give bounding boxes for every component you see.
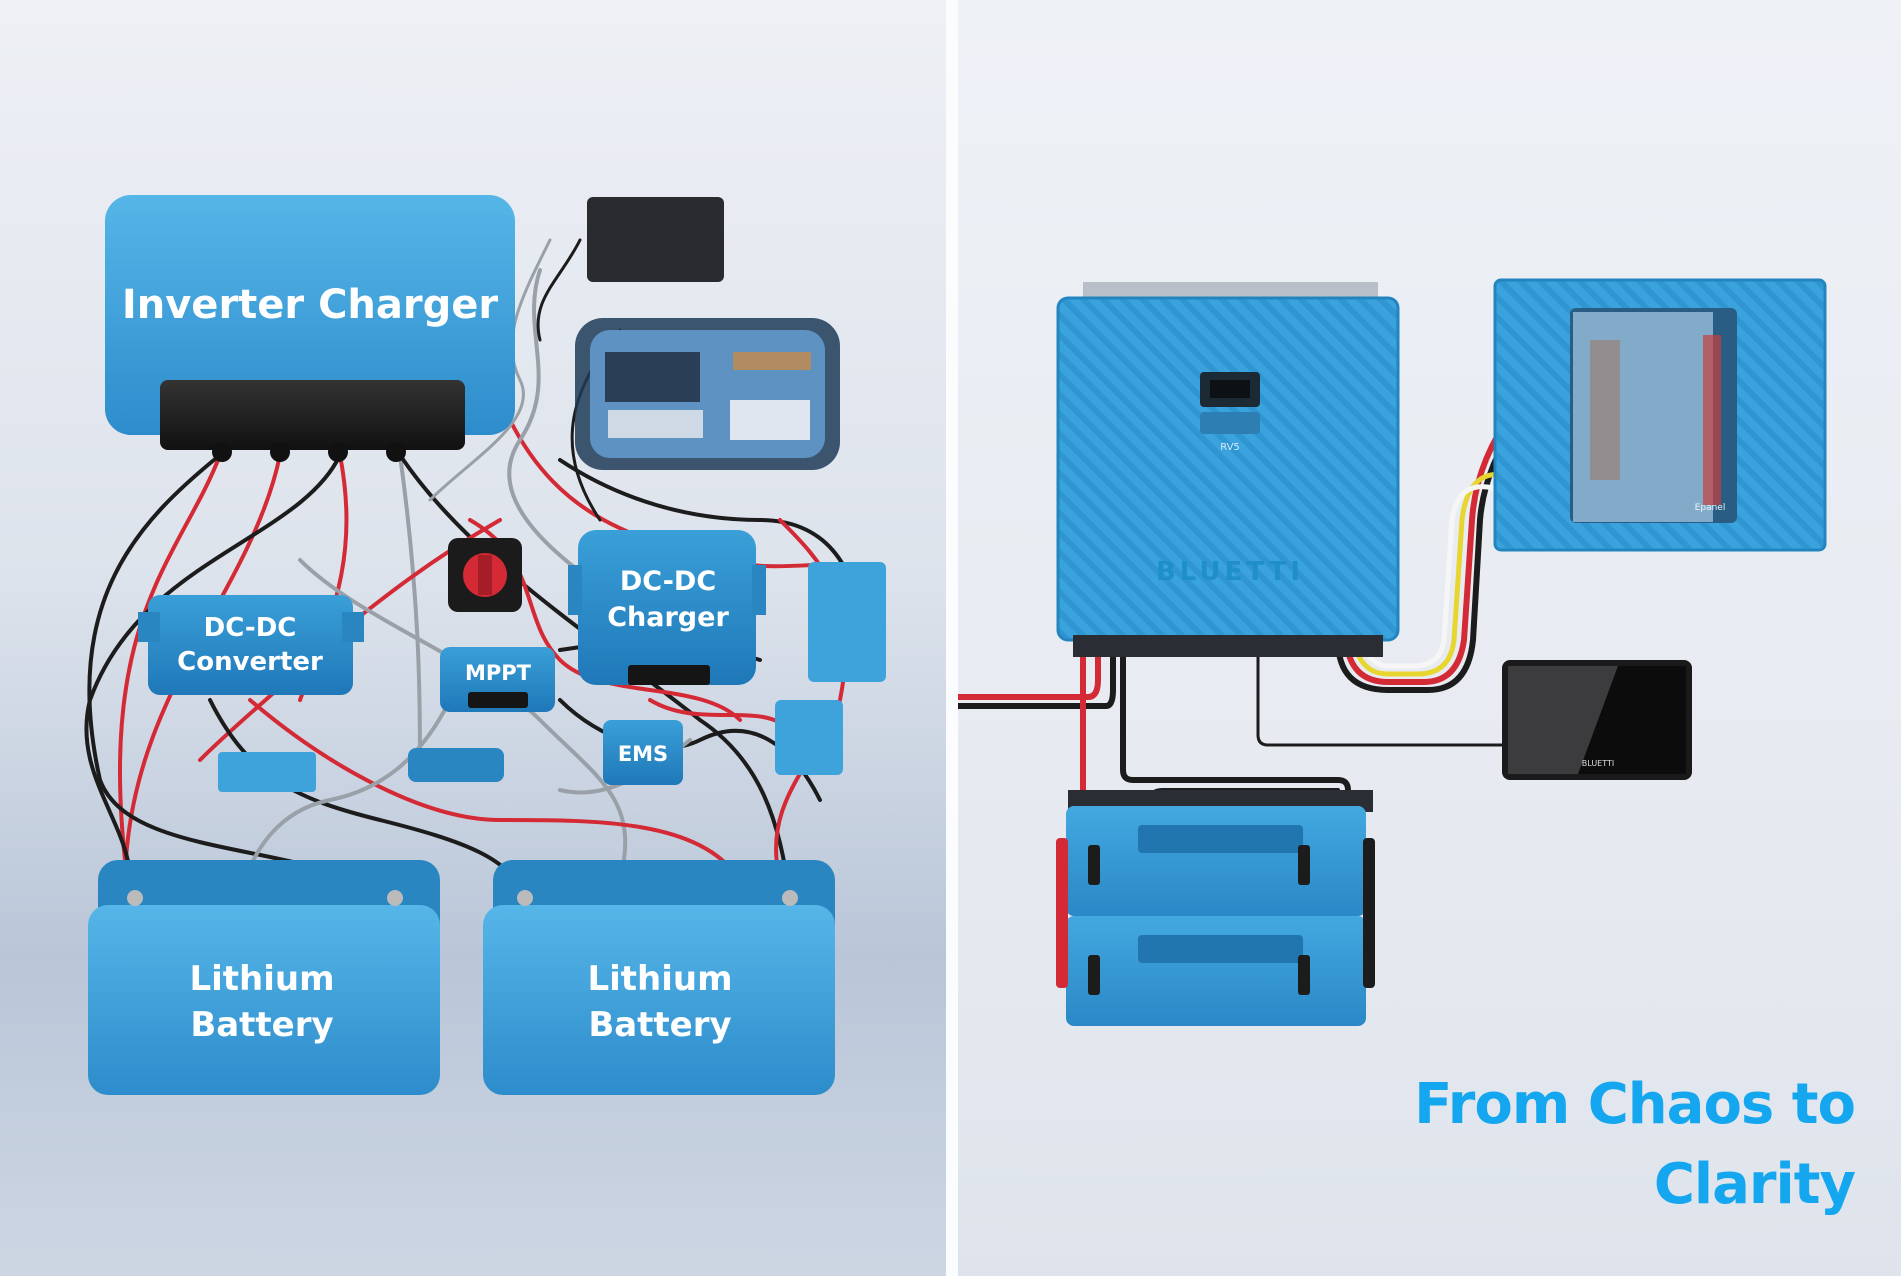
dc-dc-charger: DC-DC Charger [568, 530, 766, 685]
black-display-panel [587, 197, 724, 282]
tagline: From Chaos to Clarity [1414, 1072, 1856, 1217]
dc-dc-converter: DC-DC Converter [138, 595, 364, 695]
small-module-right [808, 562, 886, 682]
dc-dc-converter-label-1: DC-DC [204, 613, 297, 643]
right-panel-clarity: RV5 BLUETTI Epanel BLUETTI [958, 0, 1901, 1276]
display-brand-label: BLUETTI [1582, 759, 1614, 768]
panel-divider [946, 0, 958, 1276]
fuse-block [775, 700, 843, 775]
bluetti-epanel: Epanel [1493, 278, 1827, 552]
bluetti-rv5-inverter: RV5 BLUETTI [1056, 282, 1400, 657]
blurred-control-board [575, 318, 840, 470]
dc-dc-converter-label-2: Converter [177, 647, 323, 677]
shunt-module [408, 748, 504, 782]
battery-stack [1056, 790, 1375, 1026]
dc-dc-charger-label-1: DC-DC [620, 566, 716, 597]
inverter-charger-label: Inverter Charger [122, 282, 499, 328]
clarity-diagram: RV5 BLUETTI Epanel BLUETTI [958, 278, 1827, 1026]
chaos-diagram: Inverter Charger DC-DC Converter DC-DC C… [84, 195, 886, 1095]
battery-switch [448, 538, 522, 612]
mppt-label: MPPT [465, 661, 532, 685]
epanel-label: Epanel [1695, 503, 1726, 513]
battery-1-label-2: Battery [190, 1005, 333, 1045]
battery-2-label-1: Lithium [587, 959, 732, 999]
mppt-controller: MPPT [440, 647, 555, 712]
bluetti-display: BLUETTI [1502, 660, 1692, 780]
lithium-battery-2: Lithium Battery [483, 860, 835, 1095]
wire-tangle [84, 238, 872, 902]
left-panel-chaos: Inverter Charger DC-DC Converter DC-DC C… [0, 0, 946, 1276]
battery-2-label-2: Battery [588, 1005, 731, 1045]
ems-module: EMS [603, 720, 683, 785]
lithium-battery-1: Lithium Battery [88, 860, 440, 1095]
bus-bar [218, 752, 316, 792]
inverter-model-label: RV5 [1220, 442, 1240, 453]
inverter-charger: Inverter Charger [105, 195, 515, 462]
ems-label: EMS [618, 742, 668, 766]
dc-dc-charger-label-2: Charger [607, 602, 729, 633]
battery-1-label-1: Lithium [189, 959, 334, 999]
inverter-brand-label: BLUETTI [1156, 557, 1304, 587]
